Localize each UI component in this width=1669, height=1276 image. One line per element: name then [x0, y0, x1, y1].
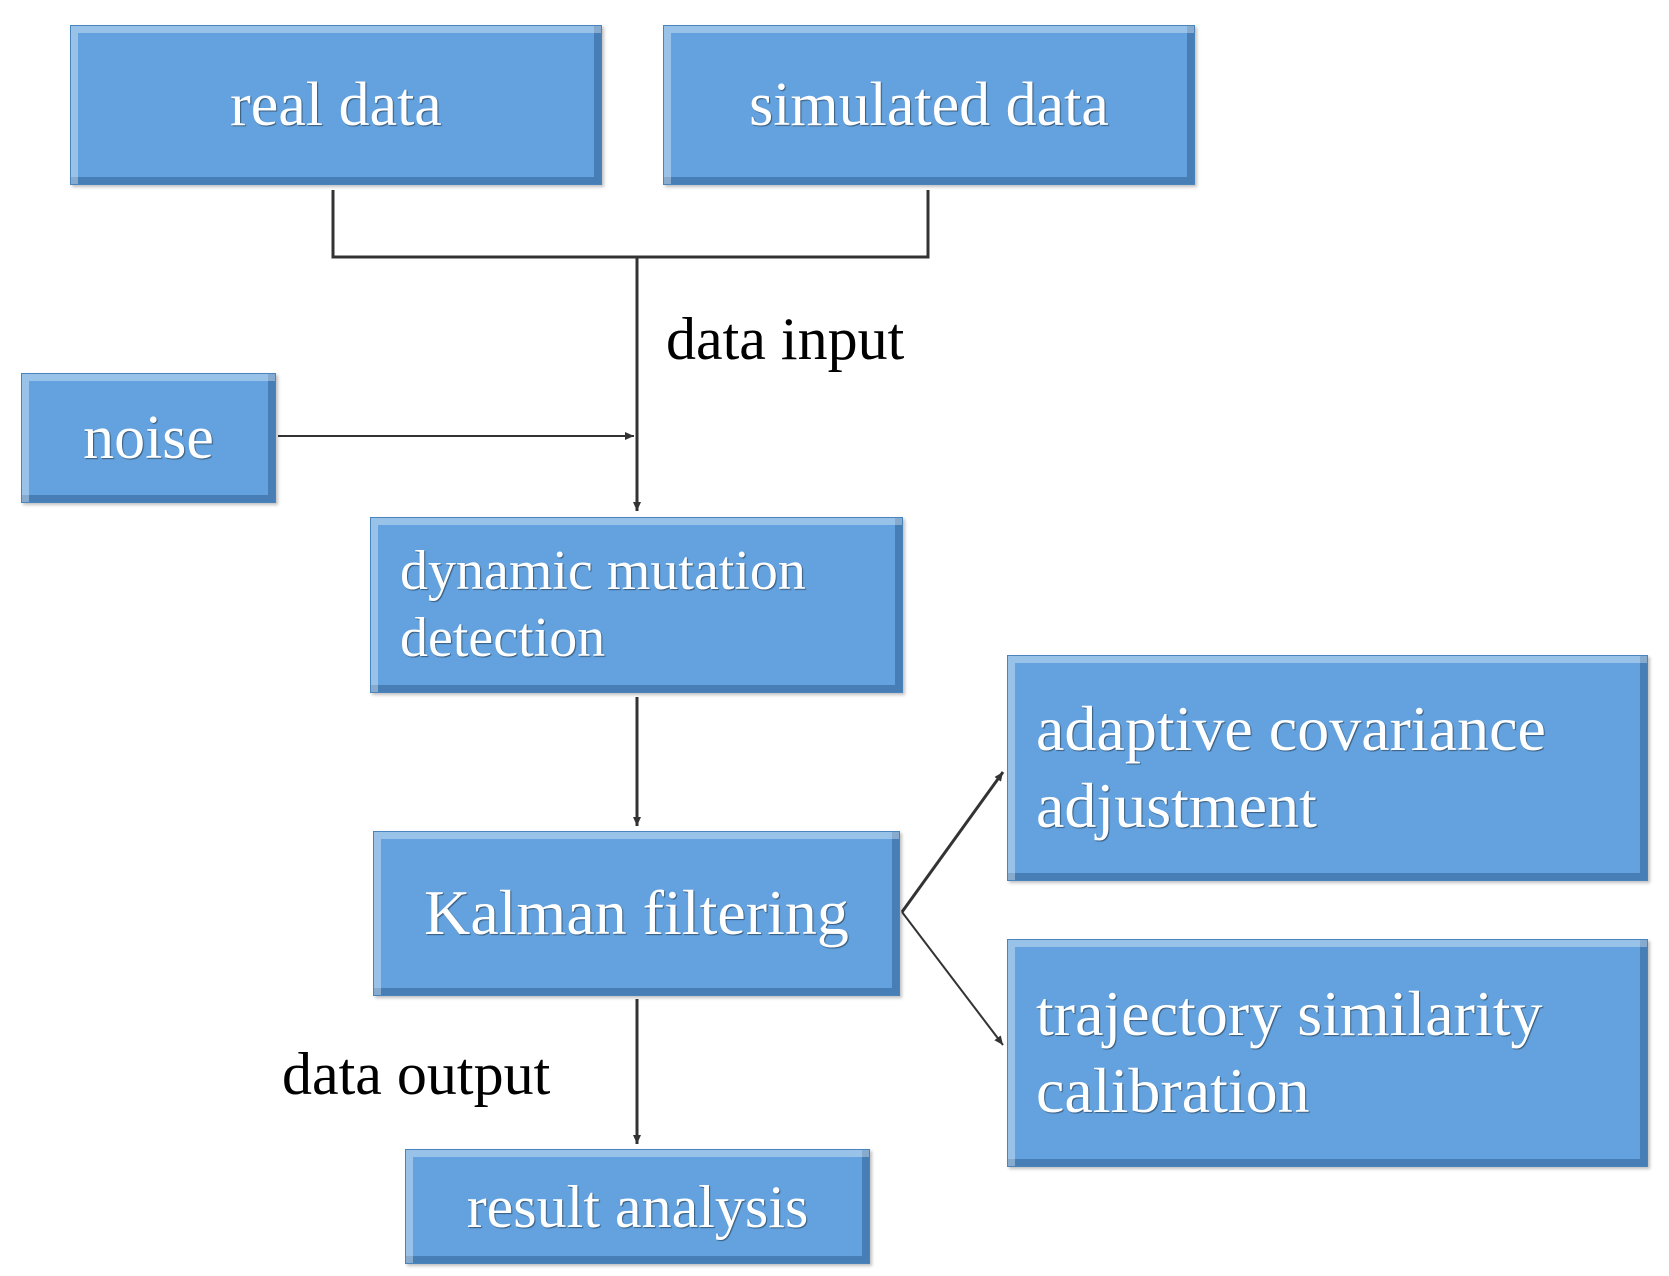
- simulated-data-box: simulated data: [663, 25, 1195, 185]
- adaptive-covariance-adjustment-box: adaptive covariance adjustment: [1007, 655, 1648, 881]
- adaptive-covariance-adjustment-line-2: adjustment: [1036, 770, 1317, 841]
- kalman-to-trajectory-arrow: [901, 911, 1004, 1046]
- dynamic-mutation-detection-line-2: detection: [400, 607, 606, 669]
- simulated-data-label: simulated data: [749, 70, 1109, 139]
- result-analysis-label: result analysis: [466, 1173, 809, 1240]
- data-output-label: data output: [282, 1041, 551, 1107]
- noise-box: noise: [21, 373, 276, 503]
- kalman-to-adaptive-arrow: [900, 771, 1005, 913]
- data-input-label: data input: [666, 306, 905, 372]
- trajectory-similarity-calibration-line-2: calibration: [1036, 1055, 1310, 1126]
- kalman-filtering-box: Kalman filtering: [373, 831, 900, 996]
- dynamic-mutation-detection-line-1: dynamic mutation: [400, 539, 806, 602]
- noise-label: noise: [83, 403, 214, 472]
- result-analysis-box: result analysis: [405, 1149, 870, 1264]
- real-data-label: real data: [230, 70, 442, 139]
- kalman-filtering-label: Kalman filtering: [424, 877, 849, 949]
- trajectory-similarity-calibration-line-1: trajectory similarity: [1036, 978, 1543, 1050]
- merge-connector: [331, 190, 930, 259]
- dynamic-mutation-detection-box: dynamic mutation detection: [370, 517, 903, 693]
- adaptive-covariance-adjustment-line-1: adaptive covariance: [1036, 693, 1546, 765]
- trajectory-similarity-calibration-box: trajectory similarity calibration: [1007, 939, 1648, 1167]
- real-data-box: real data: [70, 25, 602, 185]
